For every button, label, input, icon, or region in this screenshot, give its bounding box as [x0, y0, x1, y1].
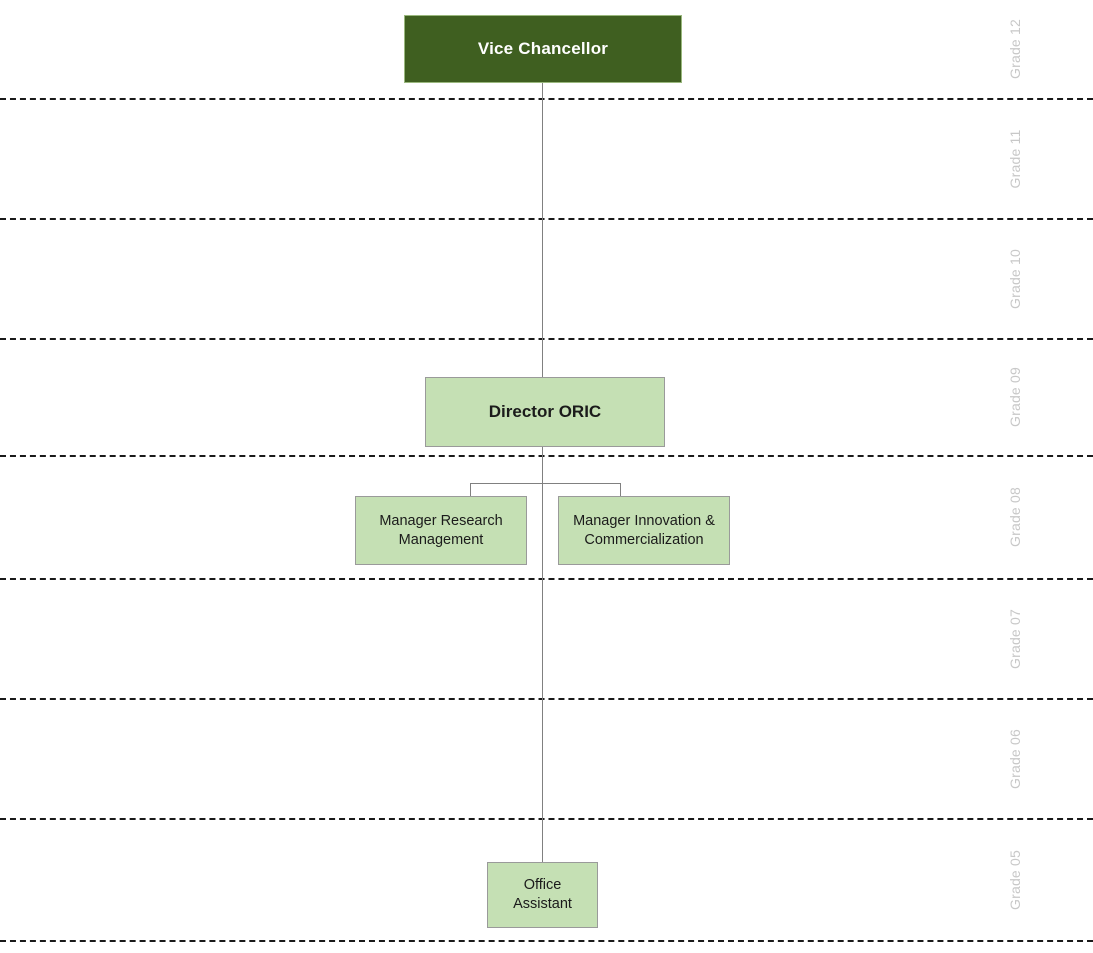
node-vice-chancellor[interactable]: Vice Chancellor — [404, 15, 682, 83]
node-manager-innovation-commercialization-label: Manager Innovation & Commercialization — [573, 512, 715, 548]
node-office-assistant-label: Office Assistant — [513, 877, 572, 912]
grade-divider-bottom — [0, 940, 1093, 942]
node-manager-innovation-commercialization[interactable]: Manager Innovation & Commercialization — [558, 496, 730, 565]
node-director-oric[interactable]: Director ORIC — [425, 377, 665, 447]
connector-spine-main — [542, 83, 543, 862]
connector-managers-horizontal — [470, 483, 621, 484]
grade-divider-12-11 — [0, 98, 1093, 100]
grade-label-11: Grade 11 — [1007, 129, 1023, 189]
connector-drop-manager-innovation — [620, 483, 621, 496]
node-manager-research-management[interactable]: Manager Research Management — [355, 496, 527, 565]
node-manager-research-management-label: Manager Research Management — [379, 512, 503, 548]
grade-divider-10-09 — [0, 338, 1093, 340]
grade-label-06: Grade 06 — [1007, 729, 1023, 789]
node-vice-chancellor-label: Vice Chancellor — [477, 39, 609, 59]
grade-label-07: Grade 07 — [1007, 609, 1023, 669]
grade-divider-09-08 — [0, 455, 1093, 457]
grade-divider-08-07 — [0, 578, 1093, 580]
grade-label-12: Grade 12 — [1007, 19, 1023, 79]
grade-label-05: Grade 05 — [1007, 850, 1023, 910]
grade-divider-11-10 — [0, 218, 1093, 220]
grade-divider-07-06 — [0, 698, 1093, 700]
grade-divider-06-05 — [0, 818, 1093, 820]
grade-label-10: Grade 10 — [1007, 249, 1023, 309]
grade-label-09: Grade 09 — [1007, 367, 1023, 427]
node-director-oric-label: Director ORIC — [488, 402, 602, 422]
connector-drop-manager-research — [470, 483, 471, 496]
node-office-assistant[interactable]: Office Assistant — [487, 862, 598, 928]
grade-label-08: Grade 08 — [1007, 487, 1023, 547]
